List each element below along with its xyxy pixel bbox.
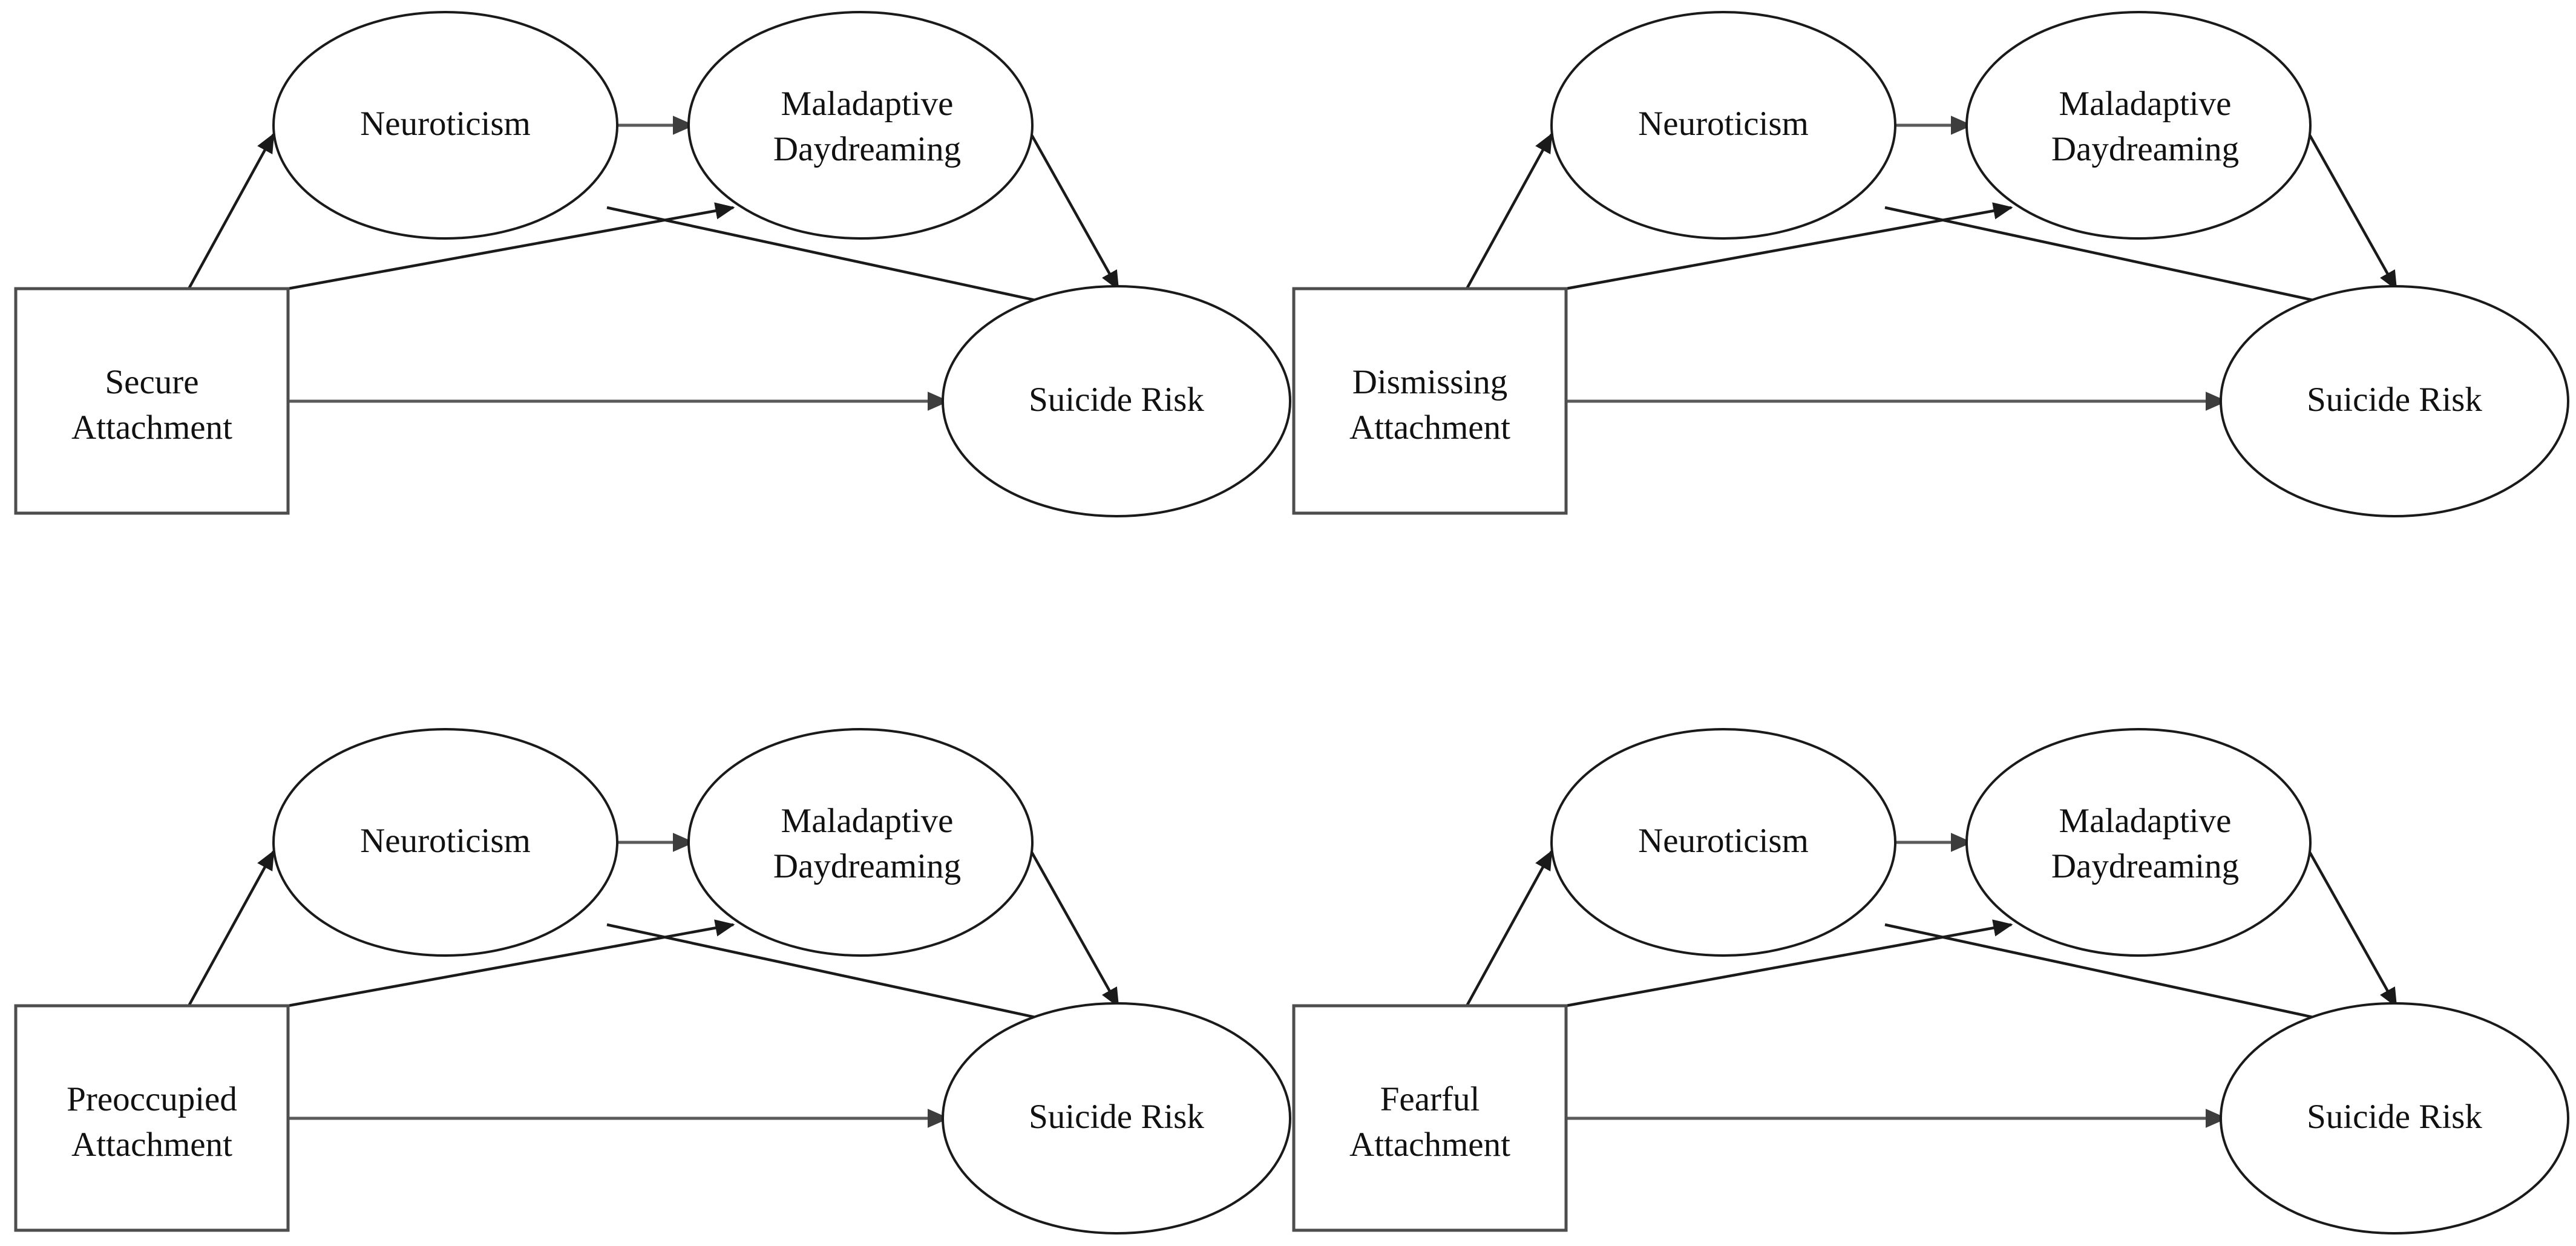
node-neuroticism[interactable] [1550,728,1896,957]
node-maladaptive-daydreaming[interactable] [1965,11,2312,240]
node-maladaptive-daydreaming[interactable] [687,728,1034,957]
node-suicide-risk-label: Suicide Risk [1029,381,1204,419]
node-maladaptive-daydreaming-label-line2: Daydreaming [2051,847,2239,885]
panel-secure: Secure Attachment Neuroticism Maladaptiv… [14,11,1291,517]
node-predictor[interactable] [14,1004,290,1232]
node-suicide-risk[interactable] [2220,1002,2569,1235]
node-suicide-risk-label: Suicide Risk [2307,381,2482,419]
node-maladaptive-daydreaming[interactable] [1965,728,2312,957]
panel-dismissing: Dismissing Attachment Neuroticism Malada… [1292,11,2569,517]
panel-fearful: Fearful Attachment Neuroticism Maladapti… [1292,728,2569,1235]
edge-maladaptive-daydreaming-to-suicide-risk [2304,842,2397,1008]
node-neuroticism-label: Neuroticism [1638,822,1809,860]
node-suicide-risk[interactable] [942,285,1291,517]
edge-maladaptive-daydreaming-to-suicide-risk [1026,125,1119,291]
node-predictor-label-line2: Attachment [71,408,232,447]
node-predictor[interactable] [1292,1004,1568,1232]
node-maladaptive-daydreaming-label-line2: Daydreaming [2051,130,2239,168]
node-suicide-risk-label: Suicide Risk [2307,1098,2482,1136]
node-maladaptive-daydreaming-label-line1: Maladaptive [2059,85,2232,123]
panel-preoccupied: Preoccupied Attachment Neuroticism Malad… [14,728,1291,1235]
node-maladaptive-daydreaming-label-line1: Maladaptive [781,802,954,840]
node-neuroticism-label: Neuroticism [1638,105,1809,143]
edge-predictor-to-maladaptive-daydreaming [287,202,735,290]
edge-predictor-to-maladaptive-daydreaming [1565,919,2013,1008]
node-predictor-label-line1: Secure [105,363,198,401]
node-maladaptive-daydreaming-label-line2: Daydreaming [773,847,961,885]
node-neuroticism[interactable] [1550,11,1896,240]
node-predictor-label-line2: Attachment [1349,408,1510,447]
node-maladaptive-daydreaming-label-line1: Maladaptive [781,85,954,123]
edge-predictor-to-neuroticism [188,133,275,290]
node-predictor-label-line2: Attachment [71,1126,232,1164]
edge-maladaptive-daydreaming-to-suicide-risk [1026,842,1119,1008]
node-predictor-label-line1: Dismissing [1352,363,1508,401]
node-predictor[interactable] [14,287,290,515]
node-predictor-label-line1: Preoccupied [67,1080,237,1118]
edge-predictor-to-maladaptive-daydreaming [1565,202,2013,290]
edge-predictor-to-neuroticism [188,850,275,1007]
node-neuroticism[interactable] [272,728,618,957]
node-maladaptive-daydreaming[interactable] [687,11,1034,240]
node-neuroticism[interactable] [272,11,618,240]
node-neuroticism-label: Neuroticism [360,105,531,143]
node-suicide-risk[interactable] [942,1002,1291,1235]
node-maladaptive-daydreaming-label-line2: Daydreaming [773,130,961,168]
node-suicide-risk[interactable] [2220,285,2569,517]
node-maladaptive-daydreaming-label-line1: Maladaptive [2059,802,2232,840]
node-predictor[interactable] [1292,287,1568,515]
node-neuroticism-label: Neuroticism [360,822,531,860]
edge-predictor-to-neuroticism [1466,133,1553,290]
edge-maladaptive-daydreaming-to-suicide-risk [2304,125,2397,291]
node-predictor-label-line1: Fearful [1380,1080,1480,1118]
edge-predictor-to-neuroticism [1466,850,1553,1007]
node-predictor-label-line2: Attachment [1349,1126,1510,1164]
node-suicide-risk-label: Suicide Risk [1029,1098,1204,1136]
edge-predictor-to-maladaptive-daydreaming [287,919,735,1008]
